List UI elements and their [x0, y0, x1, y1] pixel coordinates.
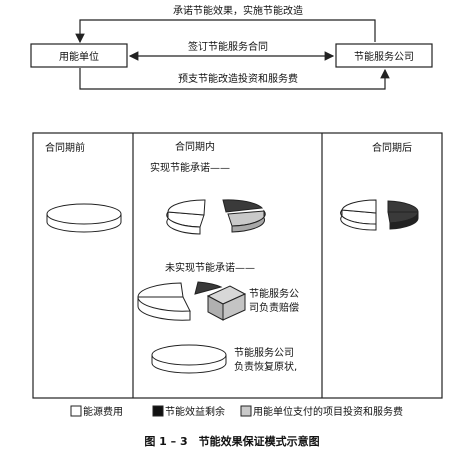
bottom-label: 预支节能改造投资和服务费	[178, 72, 298, 85]
compensate-line-1: 节能服务公	[249, 287, 299, 300]
label-before: 合同期前	[45, 141, 85, 154]
pie-after	[340, 199, 419, 231]
label-achieved: 实现节能承诺——	[150, 161, 230, 174]
pie-restore	[151, 344, 227, 374]
legend: 能源费用 节能效益剩余 用能单位支付的项目投资和服务费	[70, 405, 403, 418]
left-box-label: 用能单位	[59, 50, 99, 63]
top-label: 承诺节能效果，实施节能改造	[173, 4, 303, 17]
bottom-arrow	[79, 68, 390, 90]
pie-achieved-surplus	[222, 199, 264, 213]
restore-line-1: 节能服务公司	[234, 346, 294, 359]
right-box-label: 节能服务公司	[354, 50, 414, 63]
legend-energy-label: 能源费用	[83, 405, 123, 418]
right-box-border	[335, 43, 433, 68]
top-arrow	[75, 19, 376, 44]
pie-not-achieved-surplus	[194, 281, 223, 295]
legend-surplus-label: 节能效益剩余	[165, 405, 225, 418]
figure-caption: 图 1 – 3 节能效果保证模式示意图	[144, 434, 319, 448]
pie-before	[46, 203, 122, 233]
middle-label: 签订节能服务合同	[188, 40, 268, 53]
legend-investment-label: 用能单位支付的项目投资和服务费	[253, 405, 403, 418]
legend-swatch-surplus	[152, 405, 164, 417]
compensate-line-2: 司负责赔偿	[249, 301, 299, 314]
panels-frame	[32, 132, 443, 399]
left-box-border	[30, 43, 128, 68]
label-during: 合同期内	[175, 140, 215, 153]
pie-not-achieved	[137, 281, 247, 321]
label-not-achieved: 未实现节能承诺——	[165, 261, 255, 274]
legend-swatch-energy	[70, 405, 82, 417]
label-after: 合同期后	[372, 141, 412, 154]
legend-swatch-investment	[240, 405, 252, 417]
restore-line-2: 负责恢复原状,	[234, 360, 297, 373]
pie-after-surplus	[387, 200, 419, 213]
pie-achieved	[166, 199, 266, 235]
